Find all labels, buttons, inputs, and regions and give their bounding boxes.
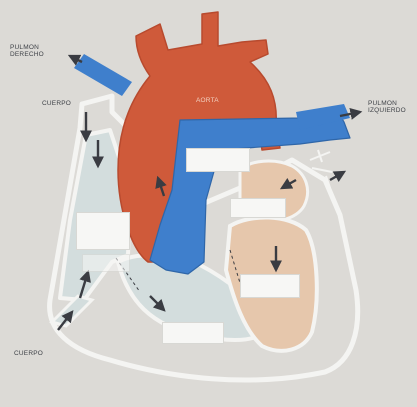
answer-box-5[interactable]: [162, 322, 224, 344]
label-right-lung-line1: PULMON: [10, 44, 44, 51]
pulmonary-artery: [74, 54, 132, 96]
answer-box-2[interactable]: [230, 198, 286, 218]
label-aorta: AORTA: [196, 97, 219, 104]
label-left-lung-line2: IZQUIERDO: [368, 107, 406, 114]
label-right-lung-line2: DERECHO: [10, 51, 44, 58]
arrow-pulmonary-vein: [330, 172, 344, 180]
inferior-vena-cava: [52, 296, 92, 326]
pulmonary-veins: [310, 150, 332, 188]
answer-box-1[interactable]: [186, 148, 250, 172]
label-body-bottom: CUERPO: [14, 350, 43, 357]
label-right-lung: PULMON DERECHO: [10, 44, 44, 58]
answer-box-4[interactable]: [240, 274, 300, 298]
answer-box-6[interactable]: [82, 254, 130, 272]
label-left-lung: PULMON IZQUIERDO: [368, 100, 406, 114]
label-body-top: CUERPO: [42, 100, 71, 107]
label-left-lung-line1: PULMON: [368, 100, 406, 107]
arrow-right-lung: [70, 56, 82, 62]
answer-box-3[interactable]: [76, 212, 130, 250]
